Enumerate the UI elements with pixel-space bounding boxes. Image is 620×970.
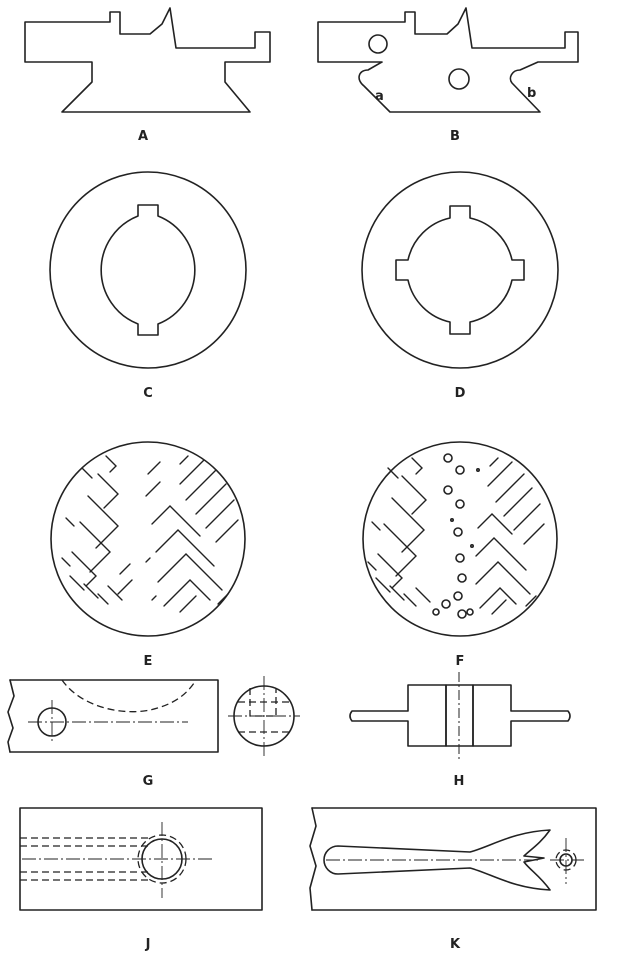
label-h: H bbox=[454, 774, 465, 789]
part-k: K bbox=[309, 807, 597, 952]
part-c: C bbox=[49, 171, 247, 401]
part-h: H bbox=[349, 672, 571, 789]
part-a: A bbox=[24, 7, 271, 144]
part-j: J bbox=[19, 807, 263, 952]
label-c: C bbox=[143, 386, 153, 401]
label-notch-b: b bbox=[527, 86, 536, 101]
part-g: G bbox=[7, 676, 300, 789]
label-b: B bbox=[450, 129, 460, 144]
label-k: K bbox=[450, 937, 461, 952]
part-d: D bbox=[361, 171, 559, 401]
label-f: F bbox=[456, 654, 465, 669]
label-a: A bbox=[138, 129, 148, 144]
label-d: D bbox=[455, 386, 466, 401]
label-j: J bbox=[145, 937, 151, 952]
label-notch-a: a bbox=[375, 89, 384, 104]
part-b: a b B bbox=[317, 7, 579, 144]
label-e: E bbox=[144, 654, 153, 669]
part-f bbox=[362, 441, 558, 637]
part-e bbox=[50, 441, 246, 637]
label-g: G bbox=[143, 774, 154, 789]
